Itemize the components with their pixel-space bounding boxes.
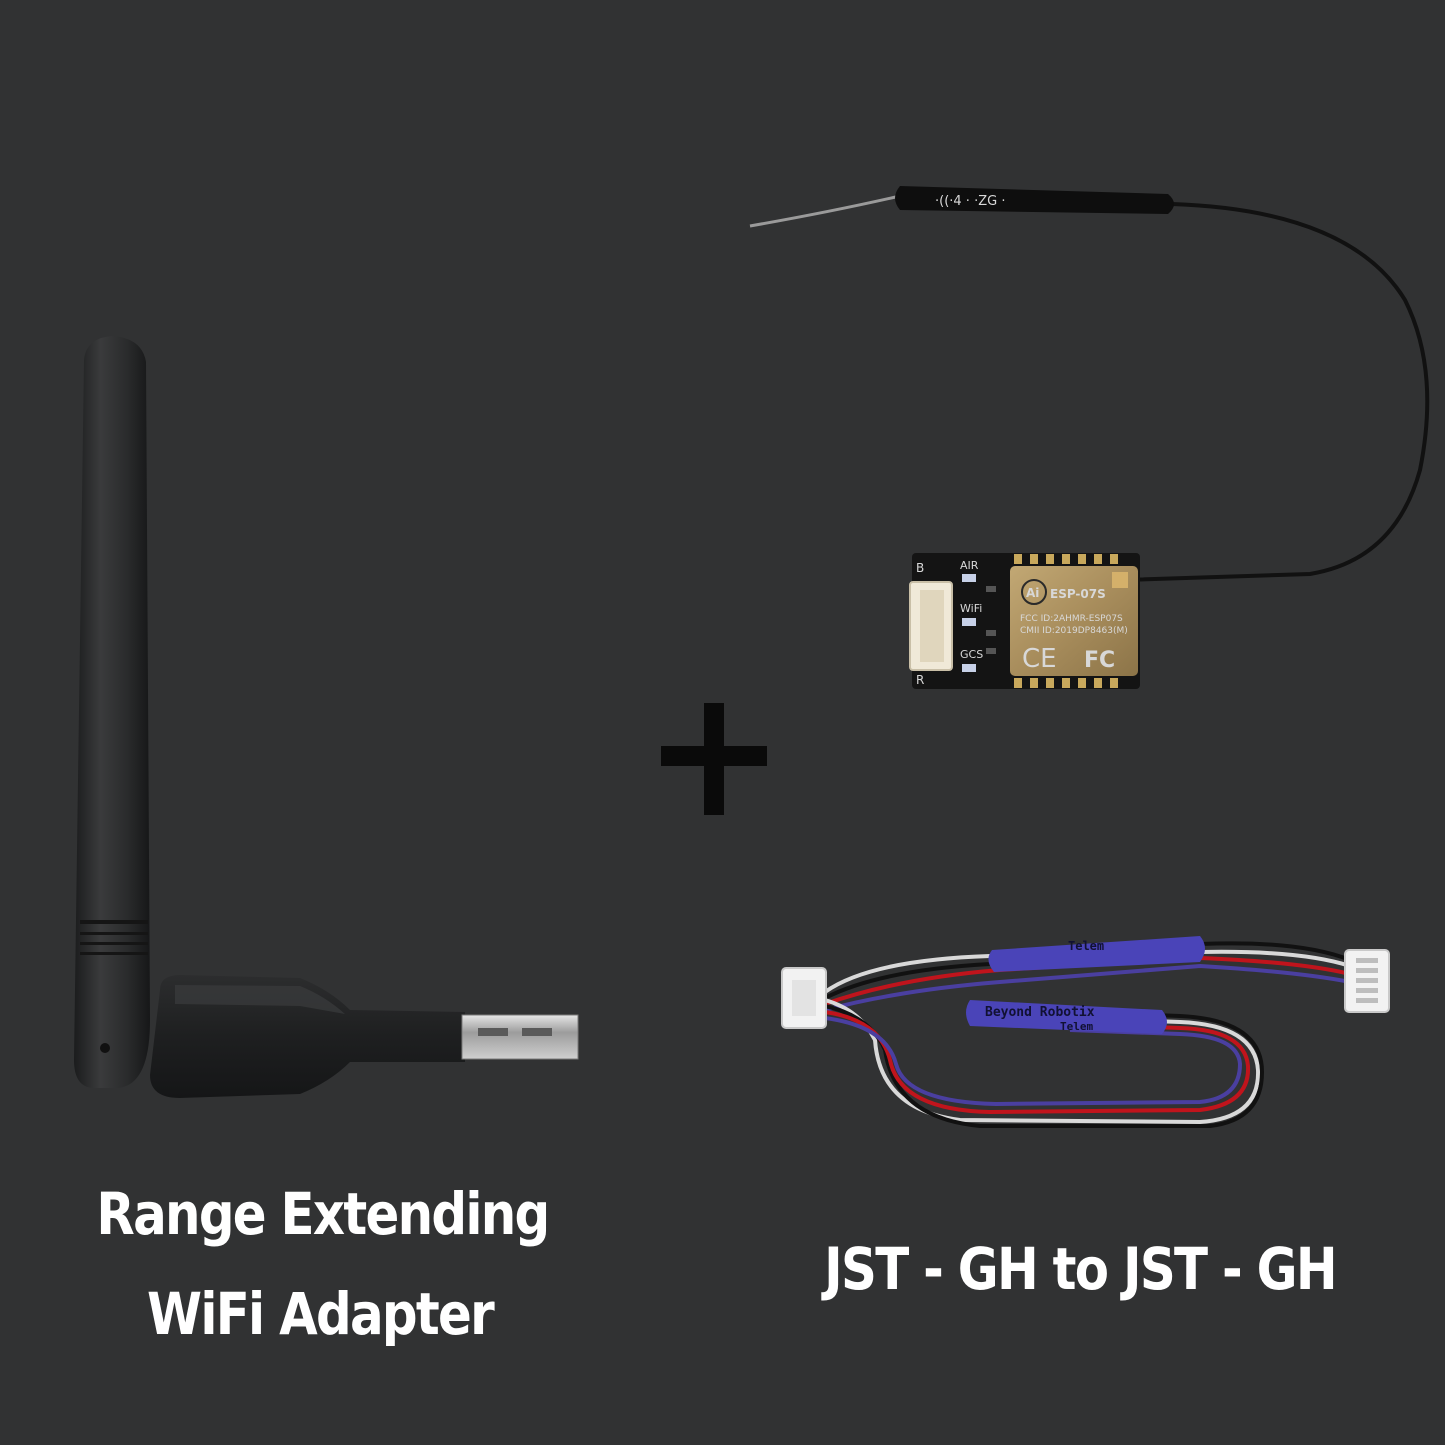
antenna-ridge bbox=[80, 920, 148, 924]
jst-cable: Telem Beyond Robotix Telem bbox=[781, 936, 1390, 1128]
antenna-ridge bbox=[80, 942, 148, 945]
antenna-whip bbox=[749, 194, 901, 228]
led-air-label: AIR bbox=[960, 559, 979, 572]
antenna-heatshrink bbox=[895, 186, 1174, 214]
cable-caption: JST - GH to JST - GH bbox=[824, 1235, 1337, 1303]
plus-icon bbox=[661, 703, 767, 815]
cmii-id: CMII ID:2019DP8463(M) bbox=[1020, 626, 1128, 636]
adapter-body-highlight bbox=[175, 985, 345, 1014]
smd-component bbox=[986, 630, 996, 636]
ufl-connector bbox=[1112, 572, 1128, 588]
jst-gh-connector-right-pins bbox=[1356, 958, 1378, 1003]
smd-component bbox=[986, 648, 996, 654]
pin-r-label: R bbox=[916, 673, 924, 687]
ai-logo: Ai bbox=[1026, 586, 1039, 600]
fcc-id: FCC ID:2AHMR-ESP07S bbox=[1020, 614, 1123, 624]
heatshrink-print: ·((·4 · ·ZG · bbox=[935, 194, 1005, 209]
wire-purple bbox=[824, 963, 1351, 1012]
adapter-caption-line2: WiFi Adapter bbox=[147, 1280, 495, 1348]
antenna-cable bbox=[1124, 202, 1430, 582]
fc-mark: FC bbox=[1084, 648, 1115, 673]
top-sleeve-label: Telem bbox=[1068, 939, 1104, 953]
bottom-sleeve-label-2: Telem bbox=[1060, 1020, 1093, 1033]
usb-wifi-adapter bbox=[74, 336, 579, 1098]
antenna-ridge bbox=[80, 932, 148, 935]
pin-b-label: B bbox=[916, 561, 924, 575]
led-wifi-label: WiFi bbox=[960, 602, 982, 615]
antenna-pivot bbox=[100, 1043, 110, 1053]
jst-connector-inner bbox=[920, 590, 944, 662]
smd-component bbox=[986, 586, 996, 592]
usb-plug bbox=[461, 1014, 579, 1060]
rf-shield bbox=[1010, 566, 1138, 676]
jst-gh-connector-left-window bbox=[792, 980, 816, 1016]
bottom-sleeve-label-1: Beyond Robotix bbox=[985, 1005, 1095, 1020]
adapter-body bbox=[150, 975, 465, 1098]
led-gcs bbox=[962, 664, 976, 672]
adapter-caption-line1: Range Extending bbox=[96, 1180, 550, 1248]
ce-mark: CE bbox=[1022, 644, 1057, 674]
antenna-ridge bbox=[80, 952, 148, 955]
top-sleeve bbox=[988, 936, 1205, 972]
wire-purple-loop bbox=[824, 1016, 1243, 1107]
chip-name: ESP-07S bbox=[1050, 587, 1106, 601]
ai-logo-icon bbox=[1021, 579, 1047, 605]
bottom-sleeve bbox=[966, 1000, 1167, 1034]
antenna-body bbox=[74, 336, 150, 1088]
usb-plug-slot bbox=[522, 1028, 552, 1036]
led-air bbox=[962, 574, 976, 582]
led-gcs-label: GCS bbox=[960, 648, 983, 661]
esp-module: ·((·4 · ·ZG · B R AIR WiFi GCS bbox=[749, 186, 1430, 689]
usb-plug-slot bbox=[478, 1028, 508, 1036]
castellated-pads bbox=[1014, 554, 1118, 688]
led-wifi bbox=[962, 618, 976, 626]
